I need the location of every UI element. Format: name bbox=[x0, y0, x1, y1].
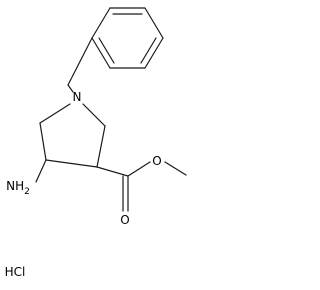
ring-bond bbox=[82, 103, 106, 127]
ester-oxygen-label: O bbox=[152, 154, 161, 168]
ring-bond bbox=[39, 103, 71, 124]
ring-bond bbox=[91, 7, 111, 39]
benzene-ring bbox=[91, 7, 164, 69]
ester-bond bbox=[96, 166, 129, 177]
ring-double-bond bbox=[98, 37, 115, 64]
ring-bond bbox=[96, 125, 106, 168]
ring-bond bbox=[144, 7, 164, 39]
amine-label: NH2 bbox=[6, 179, 30, 197]
salt-label: HCl bbox=[5, 265, 26, 279]
ring-bond bbox=[91, 37, 111, 69]
ring-bond bbox=[45, 159, 98, 168]
ring-bond bbox=[144, 37, 164, 69]
ring-double-bond bbox=[140, 37, 157, 64]
ester-bond bbox=[127, 161, 151, 177]
ring-bond bbox=[39, 122, 47, 161]
carbonyl-oxygen-label: O bbox=[120, 213, 129, 227]
chemical-structure: N NH2 O O HCl bbox=[5, 7, 187, 279]
benzyl-bond bbox=[67, 37, 93, 86]
ring-nitrogen-label: N bbox=[73, 90, 82, 104]
methyl-bond bbox=[164, 161, 187, 176]
benzyl-bond bbox=[67, 84, 74, 93]
amine-bond bbox=[35, 159, 47, 183]
pyrrolidine-ring bbox=[39, 103, 106, 168]
